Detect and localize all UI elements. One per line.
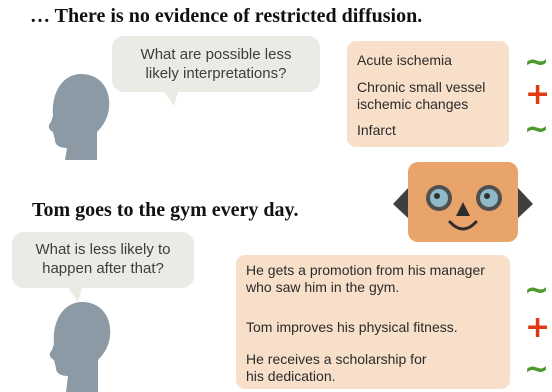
answer-1-1: Acute ischemia [357, 52, 452, 68]
mark-2-3: ~ [524, 352, 550, 387]
answer-box-1: Acute ischemia Chronic small vessel isch… [347, 41, 509, 147]
mark-2-1: ~ [524, 273, 550, 308]
mark-1-3: ~ [524, 112, 550, 147]
mark-1-1: ~ [524, 45, 550, 80]
statement-1: … There is no evidence of restricted dif… [30, 5, 423, 27]
answer-2-3: He receives a scholarship for his dedica… [246, 351, 427, 384]
answer-2-2: Tom improves his physical fitness. [246, 319, 458, 335]
person-head-silhouette-icon [49, 302, 111, 392]
answer-1-2: Chronic small vessel ischemic changes [357, 79, 486, 112]
person-head-silhouette-icon [48, 74, 110, 160]
question-1-text: What are possible less likely interpreta… [140, 46, 292, 82]
mark-1-2: + [525, 77, 551, 112]
answer-box-2: He gets a promotion from his manager who… [236, 255, 510, 389]
robot-head-icon [393, 162, 533, 242]
statement-2: Tom goes to the gym every day. [32, 199, 299, 221]
bubble-tail [164, 92, 178, 106]
mark-2-2: + [525, 310, 551, 345]
answer-1-3: Infarct [357, 122, 396, 138]
bubble-tail [68, 288, 82, 302]
question-2-text: What is less likely to happen after that… [35, 241, 171, 277]
question-bubble-1: What are possible less likely interpreta… [112, 36, 320, 106]
question-bubble-2: What is less likely to happen after that… [12, 232, 194, 302]
answer-2-1: He gets a promotion from his manager who… [246, 262, 485, 295]
